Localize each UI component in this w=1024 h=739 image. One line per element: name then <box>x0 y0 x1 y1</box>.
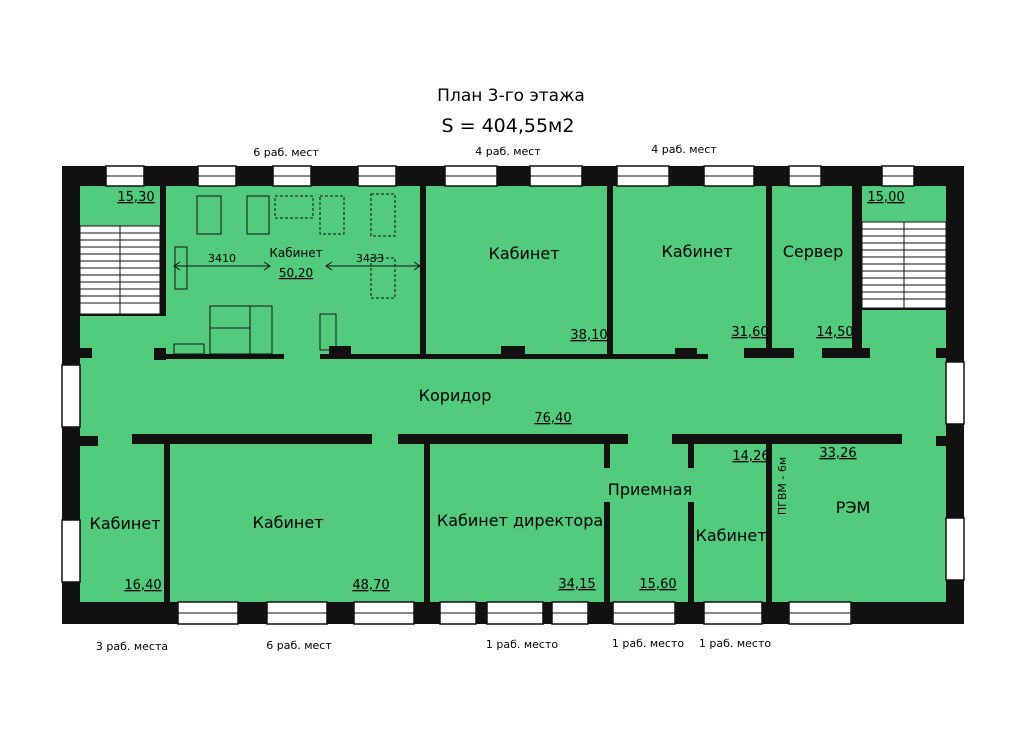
stairs-left <box>79 225 161 315</box>
stair-left-area: 15,30 <box>117 190 154 205</box>
rem-area: 33,26 <box>819 446 856 461</box>
office-top-2-name: Кабинет <box>488 244 559 263</box>
workplaces-bottom-4: 1 раб. место <box>612 637 685 650</box>
server-name: Сервер <box>783 242 844 261</box>
big-office-name: Кабинет <box>269 246 322 260</box>
big-office-dim-left: 3410 <box>208 252 236 265</box>
corridor-name: Коридор <box>419 386 492 405</box>
floor-area <box>80 186 946 602</box>
office-bottom-2-name: Кабинет <box>252 513 323 532</box>
workplaces-bottom-3: 1 раб. место <box>486 638 559 651</box>
interior-walls <box>80 186 946 602</box>
reception-name: Приемная <box>608 480 692 499</box>
stair-right-area: 15,00 <box>867 190 904 205</box>
office-bottom-small-area: 14,26 <box>732 449 769 464</box>
total-area: S = 404,55м2 <box>442 115 575 137</box>
corridor-area: 76,40 <box>534 411 571 426</box>
server-area: 14,50 <box>816 325 853 340</box>
workplaces-bottom-5: 1 раб. место <box>699 637 772 650</box>
workplaces-top-right: 4 раб. мест <box>651 143 717 156</box>
stairs-right <box>861 221 947 309</box>
dimension-lines <box>173 261 421 271</box>
office-bottom-1-area: 16,40 <box>124 578 161 593</box>
reception-area: 15,60 <box>639 577 676 592</box>
director-office-area: 34,15 <box>558 577 595 592</box>
rem-name: РЭМ <box>836 498 871 517</box>
workplaces-bottom-2: 6 раб. мест <box>266 639 332 652</box>
office-bottom-2-area: 48,70 <box>352 578 389 593</box>
office-bottom-1-name: Кабинет <box>89 514 160 533</box>
office-top-3-name: Кабинет <box>661 242 732 261</box>
office-top-3-area: 31,60 <box>731 325 768 340</box>
workplaces-bottom-1: 3 раб. места <box>96 640 168 653</box>
workplaces-top-left: 6 раб. мест <box>253 146 319 159</box>
side-windows <box>61 361 965 583</box>
workplaces-top-mid: 4 раб. мест <box>475 145 541 158</box>
big-office-dim-right: 3433 <box>356 252 384 265</box>
big-office-area: 50,20 <box>279 266 313 280</box>
shaft-label: ПГВМ - 6м <box>776 457 789 515</box>
office-bottom-small-name: Кабинет <box>695 526 766 545</box>
office-top-2-area: 38,10 <box>570 328 607 343</box>
plan-title: План 3-го этажа <box>437 86 585 106</box>
furniture-dashed <box>274 193 396 299</box>
director-office-name: Кабинет директора <box>437 511 603 530</box>
furniture <box>173 195 337 355</box>
